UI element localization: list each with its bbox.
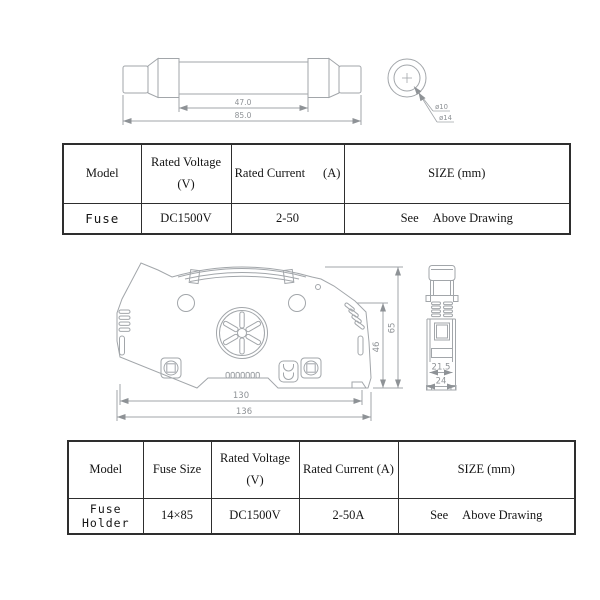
dim-label-24: 24 [436,377,447,387]
fuse-th-current: Rated Current(A) [230,143,345,204]
holder-dim-136: 136 [116,390,372,421]
holder-td-voltage: DC1500V [210,497,300,535]
holder-th-current: Rated Current (A) [298,440,399,499]
holder-dim-65: 65 [325,266,403,389]
dim-label-dia10: ø10 [435,103,448,111]
fuse-td-model: Fuse [62,202,142,235]
side-ribs [431,301,453,318]
fuse-end-view [387,58,454,123]
terminal-component [278,360,299,383]
fuse-td-voltage: DC1500V [140,202,232,235]
holder-side-view [425,265,459,391]
dim-label-46: 46 [372,342,382,353]
holder-td-current: 2-50A [298,497,399,535]
dim-label-dia14: ø14 [439,114,452,122]
holder-th-fuse-size: Fuse Size [142,440,212,499]
fuse-th-voltage-line1: Rated Voltage [150,154,221,169]
fuse-th-model: Model [62,143,142,204]
holder-td-fuse-size: 14×85 [142,497,212,535]
holder-dim-130: 130 [119,384,363,405]
dim-label-136: 136 [236,407,252,417]
holder-dim-46: 46 [357,302,388,388]
right-fixing [300,357,322,379]
fuse-th-voltage-line2: (V) [177,177,195,192]
fuse-dim-body: 47.0 [178,96,309,112]
holder-dim-24: 24 [426,377,456,390]
dim-label-21-5: 21.5 [432,363,451,373]
comb-vents [225,371,260,379]
dim-label-47: 47.0 [235,98,252,107]
right-grip-ribs [344,302,365,330]
fuse-table-header-row: Model Rated Voltage (V) Rated Current(A)… [62,143,571,204]
dim-label-85: 85.0 [235,111,252,120]
fuse-th-voltage: Rated Voltage (V) [140,143,232,204]
holder-front-view [116,262,372,389]
holder-td-model: Fuse Holder [67,497,144,535]
holder-th-voltage: Rated Voltage (V) [210,440,300,499]
fuse-drawing: 47.0 85.0 ø10 ø14 [122,57,454,125]
fuse-side-view [122,57,362,99]
fuse-table: Model Rated Voltage (V) Rated Current(A)… [62,143,571,235]
dim-label-65: 65 [388,323,398,334]
holder-th-size: SIZE (mm) [397,440,576,499]
left-fixing [160,357,182,379]
holder-table-header-row: Model Fuse Size Rated Voltage (V) Rated … [67,440,576,499]
fuse-holder-table: Model Fuse Size Rated Voltage (V) Rated … [67,440,576,535]
dim-label-130: 130 [233,391,249,401]
left-grip-ribs [118,309,131,332]
holder-th-voltage-line2: (V) [246,473,264,488]
fuse-th-size: SIZE (mm) [343,143,571,204]
holder-dim-21-5: 21.5 [429,363,453,376]
fan-vent [216,307,268,359]
fuse-td-current: 2-50 [230,202,345,235]
fuse-holder-drawing: 130 136 46 65 [116,262,459,421]
holder-th-voltage-line1: Rated Voltage [219,450,290,465]
fuse-dim-overall: 85.0 [122,95,362,125]
holder-th-model: Model [67,440,144,499]
